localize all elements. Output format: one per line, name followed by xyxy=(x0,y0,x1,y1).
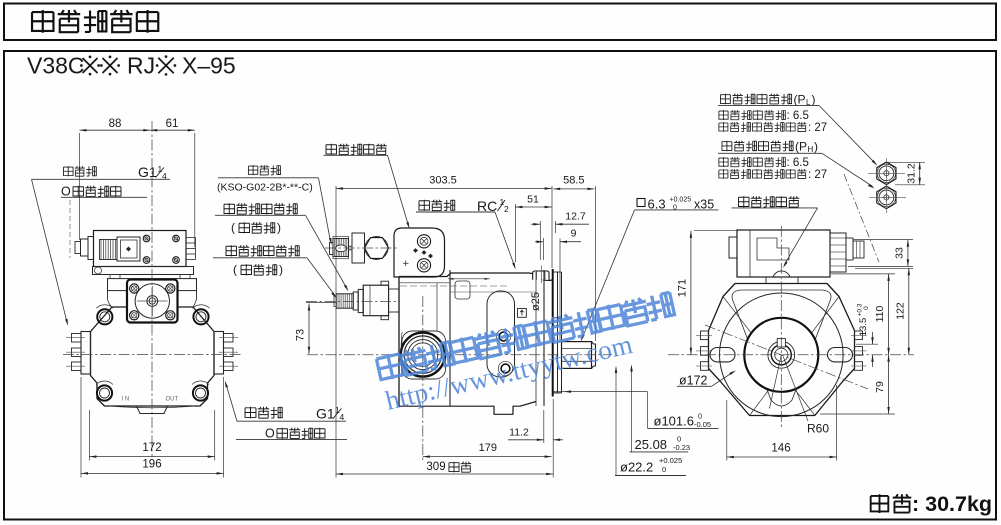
svg-text:110: 110 xyxy=(874,305,886,322)
svg-text:+0.025: +0.025 xyxy=(659,456,682,465)
svg-text:RC: RC xyxy=(477,198,497,214)
svg-text:G1: G1 xyxy=(138,164,157,180)
svg-text:4: 4 xyxy=(162,171,167,181)
svg-text:X–95: X–95 xyxy=(182,53,236,79)
svg-text:(P: (P xyxy=(795,140,807,154)
svg-text:9: 9 xyxy=(571,227,577,239)
svg-text:V38C: V38C xyxy=(27,53,85,79)
svg-text:ø101.6: ø101.6 xyxy=(654,414,694,429)
svg-text:122: 122 xyxy=(895,302,907,320)
svg-text:: 27: : 27 xyxy=(808,122,827,134)
svg-text:): ) xyxy=(814,140,818,154)
svg-text:1: 1 xyxy=(335,405,340,415)
svg-text:11.2: 11.2 xyxy=(509,426,529,438)
svg-text:0: 0 xyxy=(677,435,681,444)
svg-text:179: 179 xyxy=(479,442,497,454)
svg-text:(KSO-G02-2B*-**-C): (KSO-G02-2B*-**-C) xyxy=(217,182,313,194)
svg-text:+0.3: +0.3 xyxy=(857,303,864,316)
svg-text:ø22.2: ø22.2 xyxy=(620,460,653,475)
svg-text:1: 1 xyxy=(500,197,505,207)
svg-text:: 27: : 27 xyxy=(808,169,827,181)
svg-text:58.5: 58.5 xyxy=(563,174,584,186)
svg-text:RJ: RJ xyxy=(127,53,155,79)
svg-text:): ) xyxy=(277,221,281,235)
svg-text:OUT: OUT xyxy=(166,397,179,403)
svg-text:I N: I N xyxy=(122,397,130,403)
svg-text:x35: x35 xyxy=(694,198,714,212)
svg-text:146: 146 xyxy=(771,442,790,454)
svg-text:O: O xyxy=(265,427,275,441)
svg-text:303.5: 303.5 xyxy=(429,174,457,186)
svg-text:(: ( xyxy=(231,221,235,235)
svg-text:51: 51 xyxy=(527,193,539,205)
svg-text:: 6.5: : 6.5 xyxy=(787,157,809,169)
svg-text:): ) xyxy=(279,263,283,277)
svg-text:79: 79 xyxy=(874,381,886,393)
svg-text:0: 0 xyxy=(863,306,870,310)
svg-text:0: 0 xyxy=(662,465,666,474)
svg-text:13.5: 13.5 xyxy=(858,318,869,337)
svg-text:309: 309 xyxy=(426,461,445,473)
svg-text:33: 33 xyxy=(894,247,906,259)
svg-text:6.3: 6.3 xyxy=(648,197,666,212)
svg-text:25.08: 25.08 xyxy=(635,437,668,452)
svg-text:12.7: 12.7 xyxy=(565,210,586,222)
svg-text:(P: (P xyxy=(794,93,806,107)
svg-text:ø25: ø25 xyxy=(530,292,542,311)
svg-text:O: O xyxy=(61,185,71,199)
svg-text:172: 172 xyxy=(142,442,161,454)
svg-text:): ) xyxy=(812,93,816,107)
svg-text:0: 0 xyxy=(698,412,702,421)
svg-text:88: 88 xyxy=(109,118,122,130)
svg-text:ø172: ø172 xyxy=(679,374,708,388)
svg-text:: 30.7kg: : 30.7kg xyxy=(912,492,992,516)
svg-text:1: 1 xyxy=(158,164,163,174)
svg-text:R60: R60 xyxy=(807,422,829,436)
svg-text:196: 196 xyxy=(142,459,161,471)
svg-text:0: 0 xyxy=(673,205,677,212)
svg-text:4: 4 xyxy=(340,412,345,422)
svg-text:(: ( xyxy=(233,263,237,277)
svg-text:+0.025: +0.025 xyxy=(670,197,692,204)
svg-text:73: 73 xyxy=(295,329,307,341)
svg-text:31.2: 31.2 xyxy=(906,163,918,184)
svg-text:: 6.5: : 6.5 xyxy=(787,110,809,122)
svg-text:171: 171 xyxy=(677,279,689,297)
svg-text:L: L xyxy=(806,98,811,107)
svg-text:2: 2 xyxy=(504,204,509,214)
svg-text:61: 61 xyxy=(166,118,179,130)
svg-text:-0.05: -0.05 xyxy=(694,420,711,429)
svg-text:-0.23: -0.23 xyxy=(673,443,690,452)
svg-text:H: H xyxy=(808,145,814,154)
svg-text:G1: G1 xyxy=(316,406,335,422)
